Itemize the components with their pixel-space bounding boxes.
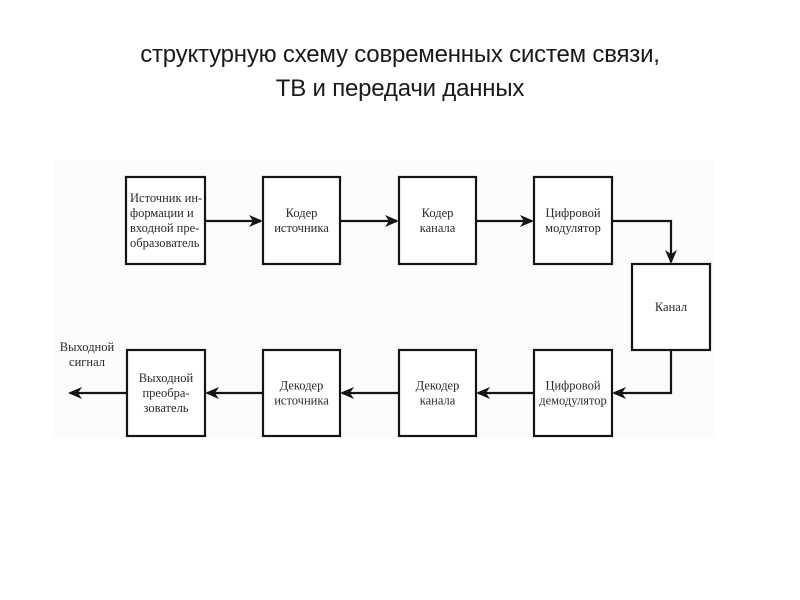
arrowhead [205,387,219,399]
block-label-line: Декодер [416,379,460,393]
connectors [68,215,677,399]
output-signal-label-line: сигнал [69,355,105,369]
arrowhead [476,387,490,399]
arrowhead [612,387,626,399]
block-frame [125,348,207,438]
arrow-channel-to-digital-demodulator [612,350,673,399]
block-frame [124,175,207,266]
block-label-line: канала [420,394,456,408]
arrowhead [665,250,677,264]
block-label-line: Источник ин- [130,191,202,205]
block-label-line: модулятор [545,221,601,235]
block-frame [532,348,614,438]
block-label-line: Канал [655,300,687,314]
arrow-source-to-source-coder [205,215,263,227]
connector-line [612,219,673,262]
arrowhead [520,215,534,227]
block-label-line: Кодер [286,206,318,220]
block-label-line: Кодер [422,206,454,220]
block-frame [261,175,342,266]
block-frame [261,348,342,438]
arrow-digital-demodulator-to-channel-decoder [476,387,534,399]
output-signal-label-line: Выходной [60,340,115,354]
slide-title: структурную схему современных систем свя… [0,38,800,106]
arrow-channel-decoder-to-source-decoder [340,387,399,399]
block-label-line: входной пре- [130,221,199,235]
arrow-output-signal [68,387,127,399]
connector-line [614,350,673,395]
block-label-line: источника [274,394,329,408]
arrowhead [340,387,354,399]
arrowhead [249,215,263,227]
block-frame [397,175,478,266]
block-label-line: образователь [130,236,200,250]
arrow-digital-modulator-to-channel [612,219,677,264]
block-frame [397,348,478,438]
arrow-channel-coder-to-digital-modulator [476,215,534,227]
block-frame [630,262,712,352]
block-label-line: Цифровой [545,206,600,220]
arrow-source-decoder-to-output-transducer [205,387,263,399]
arrow-source-coder-to-channel-coder [340,215,399,227]
block-label-line: зователь [143,401,188,415]
block-label-line: Цифровой [545,379,600,393]
block-label-line: преобра- [142,386,189,400]
block-label-line: источника [274,221,329,235]
block-frame [532,175,614,266]
slide-title-line-2: ТВ и передачи данных [275,75,525,102]
block-label-line: Декодер [280,379,324,393]
arrowhead [385,215,399,227]
block-label-line: формации и [130,206,194,220]
block-label-line: канала [420,221,456,235]
slide-title-line-1: структурную схему современных систем свя… [140,41,660,68]
block-label-line: демодулятор [539,394,607,408]
block-channel: Канал [630,262,712,352]
block-label-line: Выходной [139,371,194,385]
arrowhead [68,387,82,399]
